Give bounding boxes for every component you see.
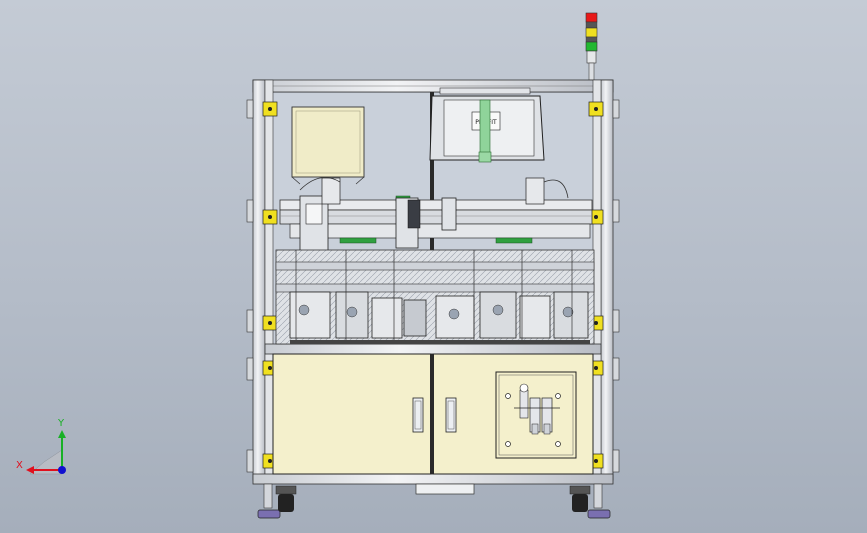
y-axis-label: Y: [57, 418, 65, 429]
cabinet-door-left[interactable]: [272, 353, 432, 475]
door-handle-right[interactable]: [445, 397, 457, 433]
assembly-mechanism: [275, 249, 595, 345]
right-post: [600, 79, 614, 481]
gantry-beam: [279, 177, 593, 253]
caster-right: [572, 494, 588, 512]
tower-light-yellow: [585, 27, 598, 38]
tower-light-green: [585, 41, 598, 52]
tower-light-red: [585, 12, 598, 23]
door-handle-left[interactable]: [412, 397, 424, 433]
caster-left: [278, 494, 294, 512]
y-axis-head: [58, 430, 66, 438]
left-post: [252, 79, 266, 481]
pneumatic-panel: [495, 371, 577, 459]
orientation-triad: X Y: [16, 418, 66, 475]
hmi-monitor: PROFIT: [429, 87, 545, 163]
base-feet: [257, 483, 611, 519]
signal-tower: [585, 12, 598, 81]
x-axis-head: [26, 466, 34, 474]
x-axis-label: X: [16, 460, 23, 471]
controller-box: [291, 106, 365, 185]
z-axis-origin: [58, 466, 66, 474]
